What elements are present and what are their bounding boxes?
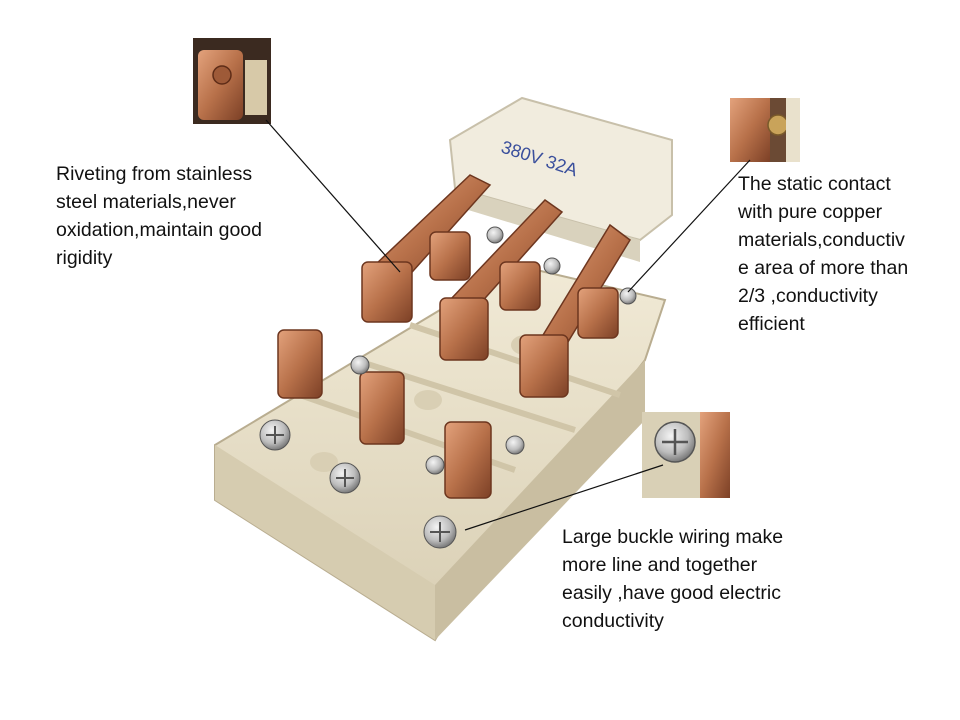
callout-riveting: Riveting from stainless steel materials,…: [56, 163, 262, 269]
callout-static-contact: The static contact with pure copper mate…: [738, 173, 909, 335]
inset-static-contact-closeup: [730, 98, 800, 162]
inset-riveting-closeup: [193, 38, 271, 124]
inset-buckle-closeup: [642, 412, 730, 498]
copper-contacts: [277, 174, 631, 499]
fuse-carrier: 380V 32A: [448, 96, 673, 262]
leader-lines: [265, 119, 751, 531]
terminal-screws: [259, 226, 637, 549]
callout-buckle-wiring: Large buckle wiring make more line and t…: [562, 526, 784, 632]
